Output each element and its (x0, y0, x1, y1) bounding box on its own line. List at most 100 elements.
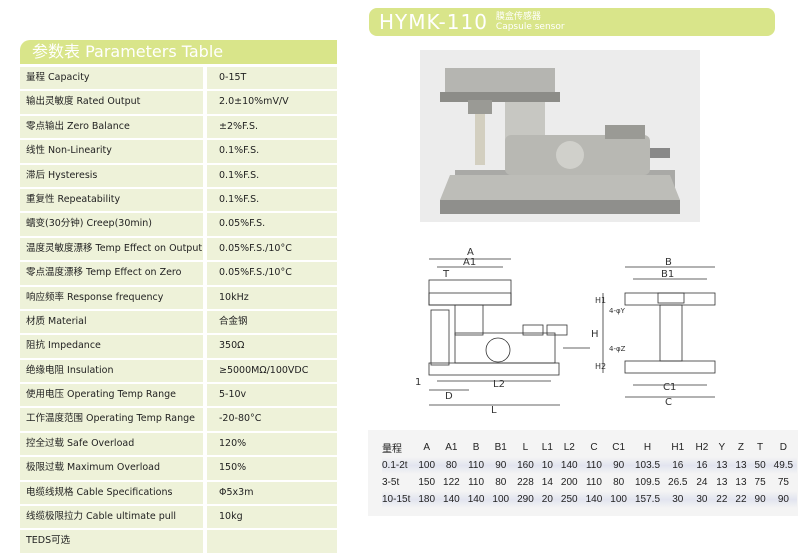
parameter-name: 零点温度漂移 Temp Effect on Zero (20, 262, 203, 285)
svg-text:B1: B1 (661, 269, 674, 280)
parameter-name: 工作温度范围 Operating Temp Range (20, 408, 203, 431)
parameter-name: 滞后 Hysteresis (20, 164, 203, 187)
dim-cell: 157.5 (630, 491, 665, 508)
parameter-value: 合金钢 (207, 310, 337, 334)
parameter-name: 线缆极限拉力 Cable ultimate pull (20, 506, 203, 529)
dim-cell: 30 (664, 491, 692, 508)
dim-cell: 140 (439, 491, 464, 508)
parameter-value: 0.1%F.S. (207, 164, 337, 187)
dim-cell: 50 (750, 457, 770, 474)
parameter-row: TEDS可选 (20, 530, 337, 553)
dim-cell: 160 (513, 457, 538, 474)
dim-cell: 122 (443, 477, 460, 488)
dim-cell: H (643, 442, 652, 453)
parameter-value: 5-10v (207, 384, 337, 407)
parameter-value: -20-80°C (207, 408, 337, 431)
dim-cell: 103.5 (630, 457, 665, 474)
product-name-cn: 膜盒传感器 (495, 12, 541, 22)
dim-cell: 110 (581, 457, 607, 474)
dim-cell: 30 (691, 491, 713, 508)
parameter-name: 蠕变(30分钟) Creep(30min) (20, 213, 203, 236)
dim-cell: 16 (691, 457, 713, 474)
svg-text:T: T (442, 269, 450, 280)
parameter-name: 阻抗 Impedance (20, 335, 203, 358)
parameter-row: 零点输出 Zero Balance±2%F.S. (20, 115, 337, 139)
product-photo (420, 50, 700, 222)
svg-text:D: D (445, 391, 453, 402)
parameter-value: 0.1%F.S. (207, 140, 337, 163)
parameter-value: 0.05%F.S. (207, 213, 337, 236)
dim-cell: C (590, 442, 598, 453)
parameter-value: 2.0±10%mV/V (207, 91, 337, 114)
parameter-value: Φ5x3m (207, 481, 337, 505)
label-A: A (467, 247, 474, 258)
svg-text:L: L (491, 405, 497, 415)
dim-cell: 22 (731, 491, 751, 508)
dim-cell: 90 (769, 491, 798, 508)
svg-text:C: C (665, 397, 672, 408)
dim-cell: H2 (695, 442, 709, 453)
parameter-name: 控全过载 Safe Overload (20, 432, 203, 456)
dim-cell: 110 (463, 457, 489, 474)
parameter-name: 零点输出 Zero Balance (20, 115, 203, 139)
parameter-value: 150% (207, 457, 337, 480)
dim-cell: Y (718, 442, 726, 453)
parameter-name: 响应频率 Response frequency (20, 286, 203, 309)
dim-cell: 3-5t (382, 477, 400, 488)
dim-cell: 80 (495, 477, 507, 488)
dim-cell: 13 (731, 457, 751, 474)
parameter-value: 10kHz (207, 286, 337, 309)
dim-cell: 100 (488, 491, 514, 508)
dim-cell: 13 (716, 477, 728, 488)
parameter-name: 材质 Material (20, 310, 203, 334)
svg-text:A1: A1 (463, 257, 476, 268)
product-name-en: Capsule sensor (495, 22, 565, 32)
dim-cell: 75 (777, 477, 789, 488)
svg-text:1: 1 (415, 377, 421, 388)
svg-text:H: H (591, 329, 599, 340)
parameter-name: 使用电压 Operating Temp Range (20, 384, 203, 407)
dim-cell: B1 (494, 442, 507, 453)
dim-cell: T (757, 442, 764, 453)
dim-cell: 100 (606, 491, 631, 508)
dim-cell: 140 (581, 491, 607, 508)
dim-cell: 290 (513, 491, 538, 508)
dim-cell: 100 (414, 457, 440, 474)
parameter-name: 电缆线规格 Cable Specifications (20, 481, 203, 505)
parameter-value: 0.05%F.S./10°C (207, 262, 337, 285)
parameter-value: ±2%F.S. (207, 115, 337, 139)
parameter-name: 温度灵敏度漂移 Temp Effect on Output (20, 237, 203, 261)
parameters-title: 参数表 Parameters Table (20, 40, 337, 64)
parameter-value: 10kg (207, 506, 337, 529)
dim-cell: 14 (541, 477, 553, 488)
svg-text:H1: H1 (595, 296, 606, 305)
parameter-value: ≥5000MΩ/100VDC (207, 359, 337, 383)
dim-cell: 150 (418, 477, 436, 488)
dim-cell: 量程 (382, 444, 402, 455)
parameter-value (207, 530, 337, 553)
parameter-name: 绝缘电阻 Insulation (20, 359, 203, 383)
dim-cell: 80 (613, 477, 625, 488)
dim-cell: 80 (439, 457, 464, 474)
dim-cell: 10-15t (382, 491, 415, 508)
parameter-value: 0-15T (207, 67, 337, 90)
parameter-name: 极限过载 Maximum Overload (20, 457, 203, 480)
dim-cell: 10 (537, 457, 557, 474)
parameter-name: 线性 Non-Linearity (20, 140, 203, 163)
dim-cell: 140 (463, 491, 489, 508)
dim-cell: L2 (563, 442, 575, 453)
dim-cell: 90 (488, 457, 514, 474)
